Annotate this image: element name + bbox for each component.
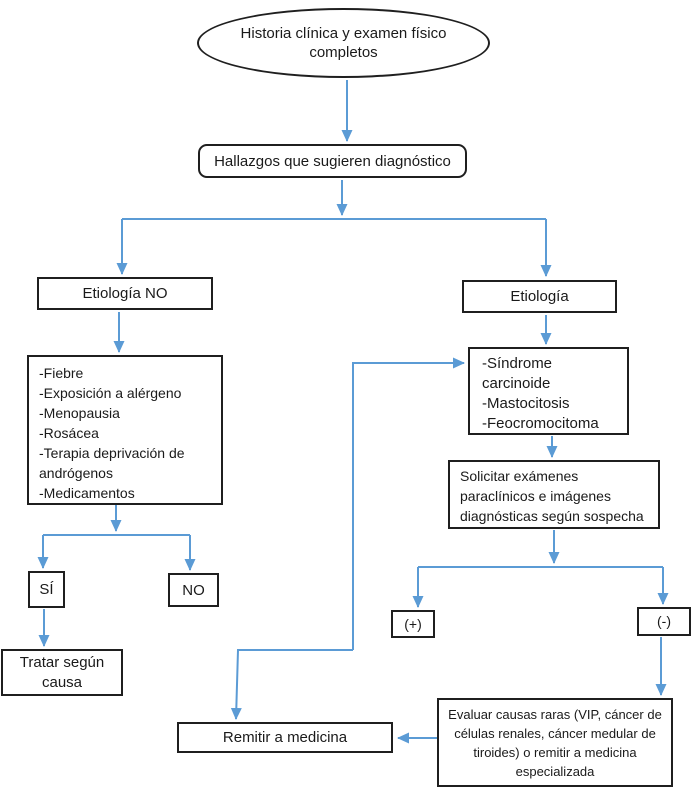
node-evaluar-causas-raras: Evaluar causas raras (VIP, cáncer de cél… <box>437 698 673 787</box>
node-etiologia-label: Etiología <box>510 288 569 305</box>
node-tratar-segun-causa: Tratar según causa <box>1 649 123 696</box>
node-historia-clinica-label: Historia clínica y examen físico complet… <box>240 25 447 61</box>
node-negativo-label: (-) <box>657 613 671 629</box>
node-causas-no-etiologia: -Fiebre -Exposición a alérgeno -Menopaus… <box>27 355 223 505</box>
node-etiologia-no: Etiología NO <box>37 277 213 310</box>
node-positivo-label: (+) <box>404 615 422 632</box>
node-positivo: (+) <box>391 610 435 638</box>
connector-feedback-to-sindrome <box>352 357 465 650</box>
node-si-label: SÍ <box>39 581 54 598</box>
node-etiologia-no-label: Etiología NO <box>82 285 168 302</box>
node-hallazgos-label: Hallazgos que sugieren diagnóstico <box>214 152 451 170</box>
node-negativo: (-) <box>637 607 691 636</box>
connector-feedback-to-remitir <box>230 649 353 720</box>
node-causas-no-etiologia-list: -Fiebre -Exposición a alérgeno -Menopaus… <box>39 365 185 501</box>
node-hallazgos: Hallazgos que sugieren diagnóstico <box>198 144 467 178</box>
node-no: NO <box>168 573 219 607</box>
node-evaluar-causas-raras-label: Evaluar causas raras (VIP, cáncer de cél… <box>448 706 662 779</box>
node-remitir-a-medicina-label: Remitir a medicina <box>222 729 348 746</box>
node-no-label: NO <box>182 581 205 599</box>
node-solicitar-examenes-label: Solicitar exámenes paraclínicos e imágen… <box>460 468 644 524</box>
node-causas-etiologia: -Síndrome carcinoide -Mastocitosis -Feoc… <box>468 347 629 435</box>
node-causas-etiologia-list: -Síndrome carcinoide -Mastocitosis -Feoc… <box>482 355 599 432</box>
node-etiologia: Etiología <box>462 280 617 313</box>
node-historia-clinica: Historia clínica y examen físico complet… <box>197 8 490 78</box>
node-tratar-segun-causa-label: Tratar según causa <box>19 653 105 691</box>
node-remitir-a-medicina: Remitir a medicina <box>177 722 393 753</box>
node-si: SÍ <box>28 571 65 608</box>
node-solicitar-examenes: Solicitar exámenes paraclínicos e imágen… <box>448 460 660 529</box>
